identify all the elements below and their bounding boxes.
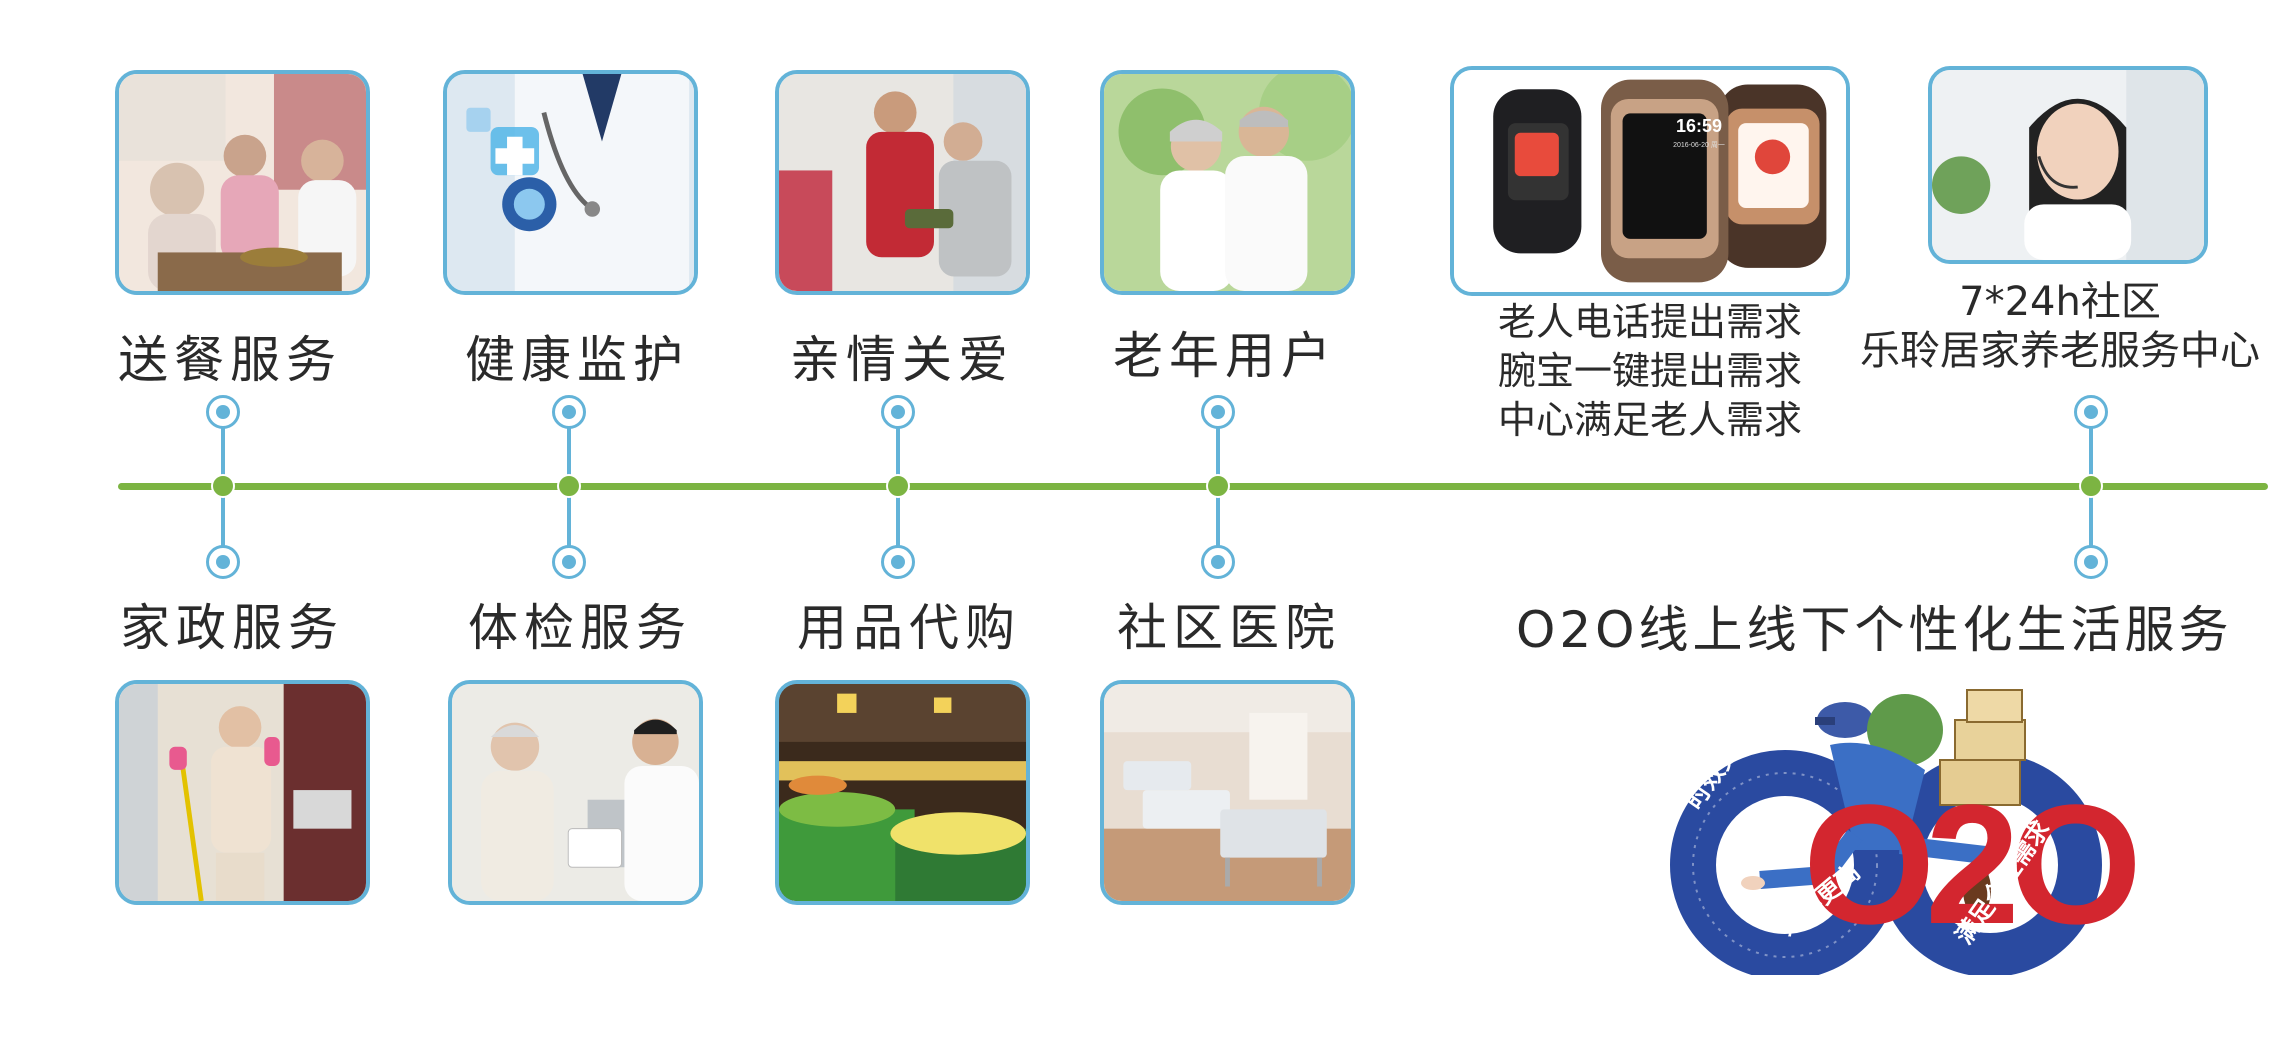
top-service-label: 送餐服务	[118, 331, 342, 389]
photo-health-checkup	[448, 680, 703, 905]
photo-supermarket	[775, 680, 1030, 905]
timeline-node	[2079, 474, 2103, 498]
caption-line: 中心满足老人需求	[1497, 398, 1802, 442]
caption-line: 7*24h社区	[1959, 279, 2161, 325]
node-ring-bottom	[881, 545, 915, 579]
caption-line: 乐聆居家养老服务中心	[1860, 328, 2260, 374]
o2o-logo-text: O2O	[1803, 770, 2142, 960]
photo-community-hospital	[1100, 680, 1355, 905]
timeline-node	[211, 474, 235, 498]
caption-line: 老人电话提出需求	[1497, 300, 1802, 344]
timeline-node	[886, 474, 910, 498]
caption-line: 腕宝一键提出需求	[1497, 349, 1802, 393]
bottom-service-label: 社区医院	[1117, 599, 1341, 657]
photo-family-care	[775, 70, 1030, 295]
timeline-node	[557, 474, 581, 498]
node-ring-top	[881, 395, 915, 429]
o2o-tagline: O2O线上线下个性化生活服务	[1516, 601, 2233, 659]
node-ring-top	[1201, 395, 1235, 429]
photo-meal-delivery	[115, 70, 370, 295]
node-ring-bottom	[206, 545, 240, 579]
node-ring-bottom	[1201, 545, 1235, 579]
bottom-service-label: 用品代购	[797, 599, 1021, 657]
o2o-delivery-logo: O2O 时效更快 效率更高 满足个性需求	[1655, 675, 2142, 980]
bottom-service-label: 体检服务	[468, 599, 692, 657]
watch-time: 16:59	[1675, 116, 1723, 136]
photo-elderly-users	[1100, 70, 1355, 295]
top-service-label: 健康监护	[465, 331, 689, 389]
photo-health-monitoring	[443, 70, 698, 295]
node-ring-top	[552, 395, 586, 429]
node-ring-top	[206, 395, 240, 429]
top-service-label: 亲情关爱	[790, 331, 1014, 389]
timeline-node	[1206, 474, 1230, 498]
watch-captions: 老人电话提出需求 腕宝一键提出需求 中心满足老人需求	[1480, 298, 1820, 445]
top-service-label: 老年用户	[1113, 327, 1337, 385]
watch-date: 2016-06-20 周一	[1673, 142, 1725, 149]
photo-housekeeping	[115, 680, 370, 905]
call-center-captions: 7*24h社区 乐聆居家养老服务中心	[1835, 278, 2285, 376]
timeline-line	[118, 483, 2268, 490]
bottom-service-label: 家政服务	[120, 599, 344, 657]
photo-call-center	[1928, 66, 2208, 264]
photo-smart-watches: 16:59 2016-06-20 周一	[1450, 66, 1850, 296]
node-ring-top	[2074, 395, 2108, 429]
node-ring-bottom	[552, 545, 586, 579]
node-ring-bottom	[2074, 545, 2108, 579]
